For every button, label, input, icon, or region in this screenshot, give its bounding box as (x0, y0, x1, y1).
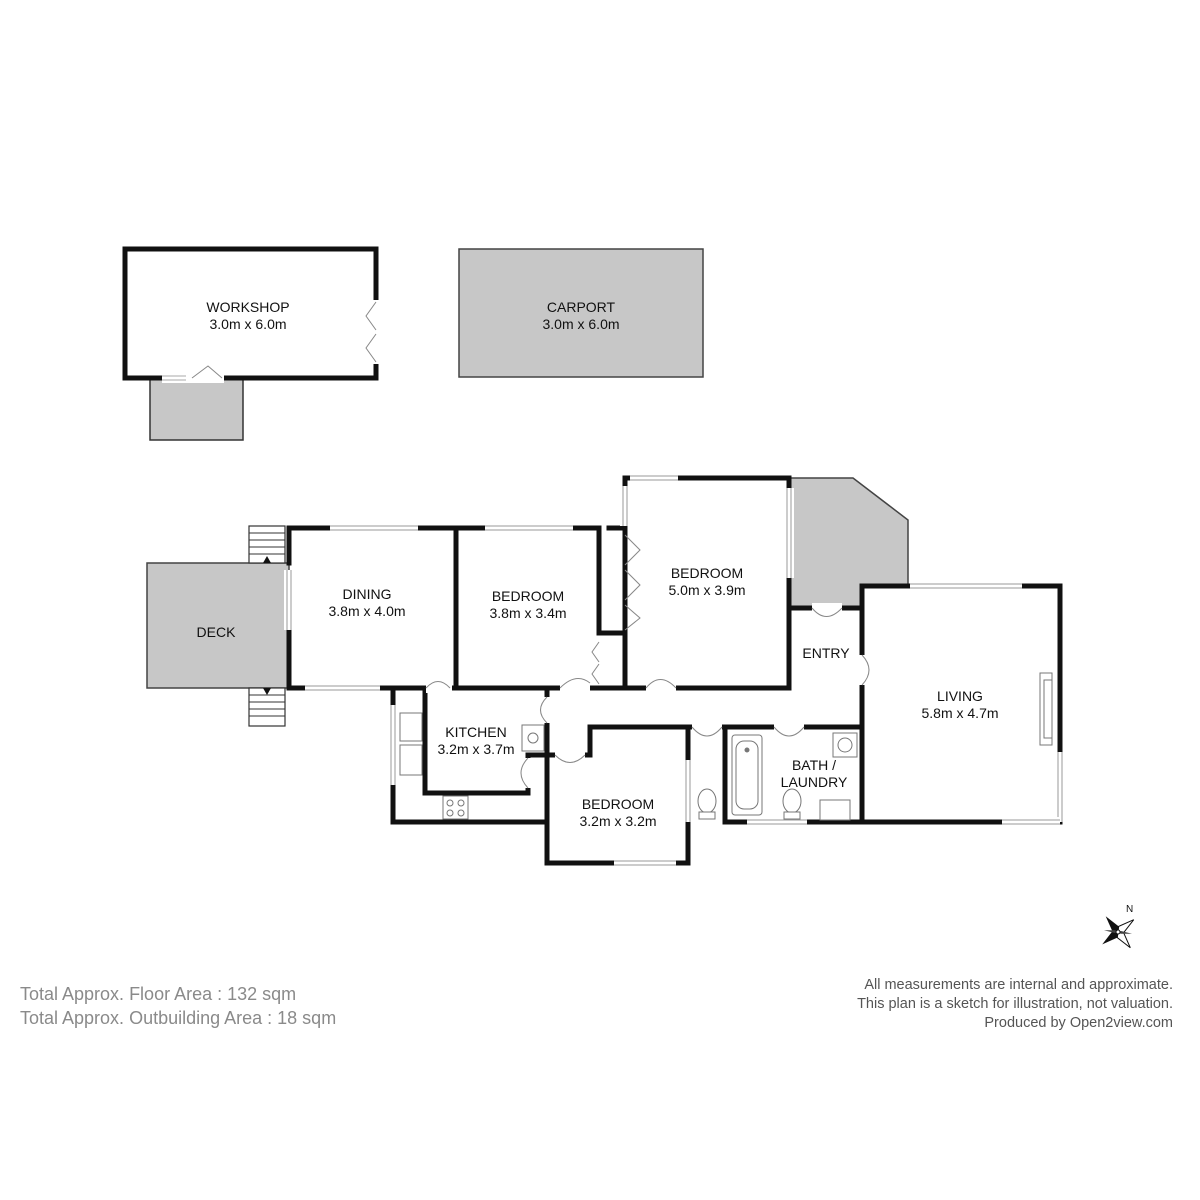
outbuilding-area-text: Total Approx. Outbuilding Area : 18 sqm (20, 1008, 337, 1028)
dining-name: DINING (343, 586, 392, 602)
deck-stairs-bottom (248, 687, 286, 727)
carport-name: CARPORT (547, 299, 616, 315)
deck-name: DECK (197, 624, 237, 640)
area-summary: Total Approx. Floor Area : 132 sqm Total… (20, 982, 336, 1030)
kitchen-name: KITCHEN (445, 724, 506, 740)
bedroom2-size: 5.0m x 3.9m (668, 582, 745, 598)
bedroom1-size: 3.8m x 3.4m (489, 605, 566, 621)
bedroom3-size: 3.2m x 3.2m (579, 813, 656, 829)
disclaimer-line-1: All measurements are internal and approx… (864, 977, 1173, 993)
doors (425, 534, 870, 789)
workshop-walls (122, 246, 379, 381)
windows (284, 473, 1065, 868)
compass-north-label: N (1126, 904, 1133, 915)
bath-name-line2: LAUNDRY (781, 774, 848, 790)
carport-area (458, 248, 704, 378)
living-name: LIVING (937, 688, 983, 704)
bath-name-line1: BATH / (792, 757, 836, 773)
workshop-size: 3.0m x 6.0m (209, 316, 286, 332)
compass-icon (1102, 916, 1135, 949)
entry-name: ENTRY (802, 645, 850, 661)
carport-size: 3.0m x 6.0m (542, 316, 619, 332)
workshop-name: WORKSHOP (206, 299, 289, 315)
workshop: WORKSHOP 3.0m x 6.0m (122, 246, 381, 441)
deck-stairs-top (248, 525, 286, 564)
bedroom2-name: BEDROOM (671, 565, 743, 581)
fixtures (399, 672, 1053, 821)
bedroom3-name: BEDROOM (582, 796, 654, 812)
living-size: 5.8m x 4.7m (921, 705, 998, 721)
carport: CARPORT 3.0m x 6.0m (458, 248, 704, 378)
floor-area-text: Total Approx. Floor Area : 132 sqm (20, 984, 297, 1004)
workshop-porch (149, 377, 244, 441)
bedroom1-name: BEDROOM (492, 588, 564, 604)
disclaimer-line-3: Produced by Open2view.com (984, 1015, 1173, 1031)
disclaimer-line-2: This plan is a sketch for illustration, … (857, 996, 1173, 1012)
kitchen-size: 3.2m x 3.7m (437, 741, 514, 757)
dining-size: 3.8m x 4.0m (328, 603, 405, 619)
house-walls (286, 475, 1063, 866)
disclaimer: All measurements are internal and approx… (857, 976, 1173, 1033)
